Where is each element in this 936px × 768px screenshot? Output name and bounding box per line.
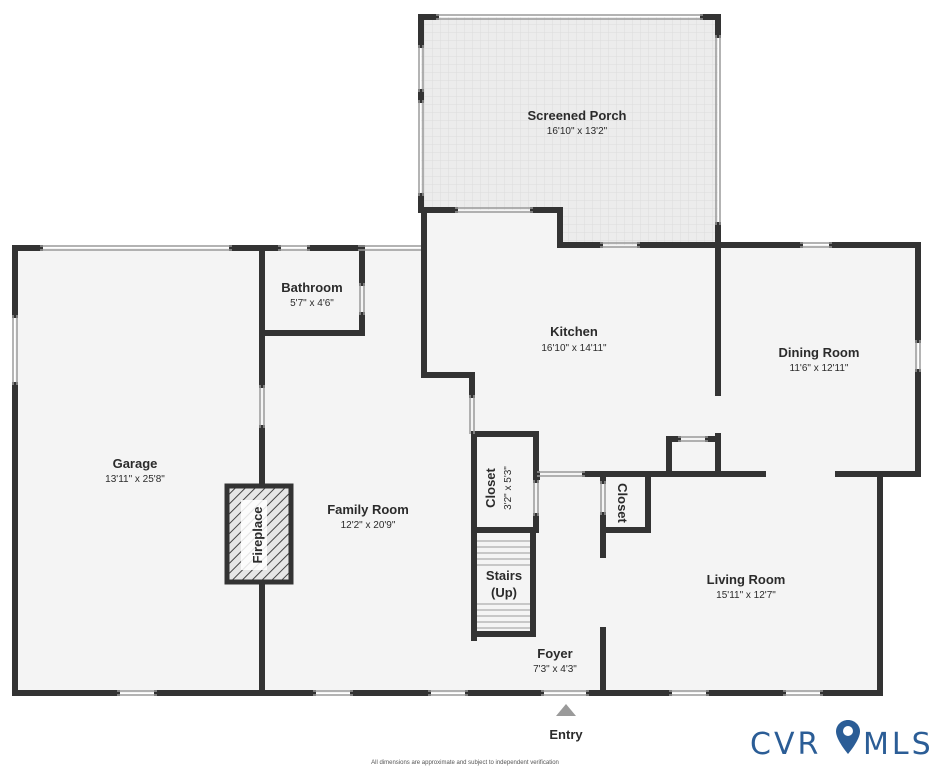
- entry-arrow-icon: [556, 704, 576, 716]
- hall-closet-dims: 3'2" x 5'3": [503, 466, 514, 510]
- garage-name: Garage: [113, 456, 158, 471]
- disclaimer: All dimensions are approximate and subje…: [371, 760, 559, 766]
- screened-porch-name: Screened Porch: [528, 108, 627, 123]
- hall-closet-name: Closet: [483, 467, 498, 507]
- cvr-mls-logo: CVR MLS: [750, 720, 934, 762]
- living-room-name: Living Room: [707, 572, 786, 587]
- room-labels: Screened Porch 16'10" x 13'2" Bathroom 5…: [105, 108, 859, 675]
- stairs-name: Stairs: [486, 568, 522, 583]
- porch-lower-floor: [557, 210, 718, 245]
- screened-porch-dims: 16'10" x 13'2": [547, 126, 608, 137]
- fireplace: Fireplace: [224, 483, 294, 585]
- dining-room-name: Dining Room: [779, 345, 860, 360]
- living-room-dims: 15'11" x 12'7": [716, 590, 776, 601]
- family-room-name: Family Room: [327, 502, 409, 517]
- screened-porch-floor: [421, 17, 718, 210]
- stairs-treads: [477, 540, 530, 629]
- dining-room-dims: 11'6" x 12'11": [790, 363, 849, 374]
- bathroom-dims: 5'7" x 4'6": [290, 298, 334, 309]
- logo-text-left: CVR: [750, 727, 821, 762]
- fireplace-label: Fireplace: [250, 506, 265, 563]
- entry-label: Entry: [549, 727, 583, 742]
- map-pin-icon: [836, 720, 860, 754]
- garage-dims: 13'11" x 25'8": [105, 474, 165, 485]
- stairs-direction: (Up): [491, 585, 517, 600]
- logo-text-right: MLS: [863, 727, 934, 762]
- entry-marker: Entry: [549, 704, 583, 742]
- living-closet-name: Closet: [615, 483, 630, 523]
- family-room-dims: 12'2" x 20'9": [341, 520, 396, 531]
- bathroom-name: Bathroom: [281, 280, 342, 295]
- main-floor: [15, 210, 918, 693]
- kitchen-dims: 16'10" x 14'11": [541, 343, 607, 354]
- walls: [12, 14, 921, 696]
- windows: [12, 14, 921, 696]
- kitchen-name: Kitchen: [550, 324, 598, 339]
- foyer-name: Foyer: [537, 646, 572, 661]
- foyer-dims: 7'3" x 4'3": [533, 664, 577, 675]
